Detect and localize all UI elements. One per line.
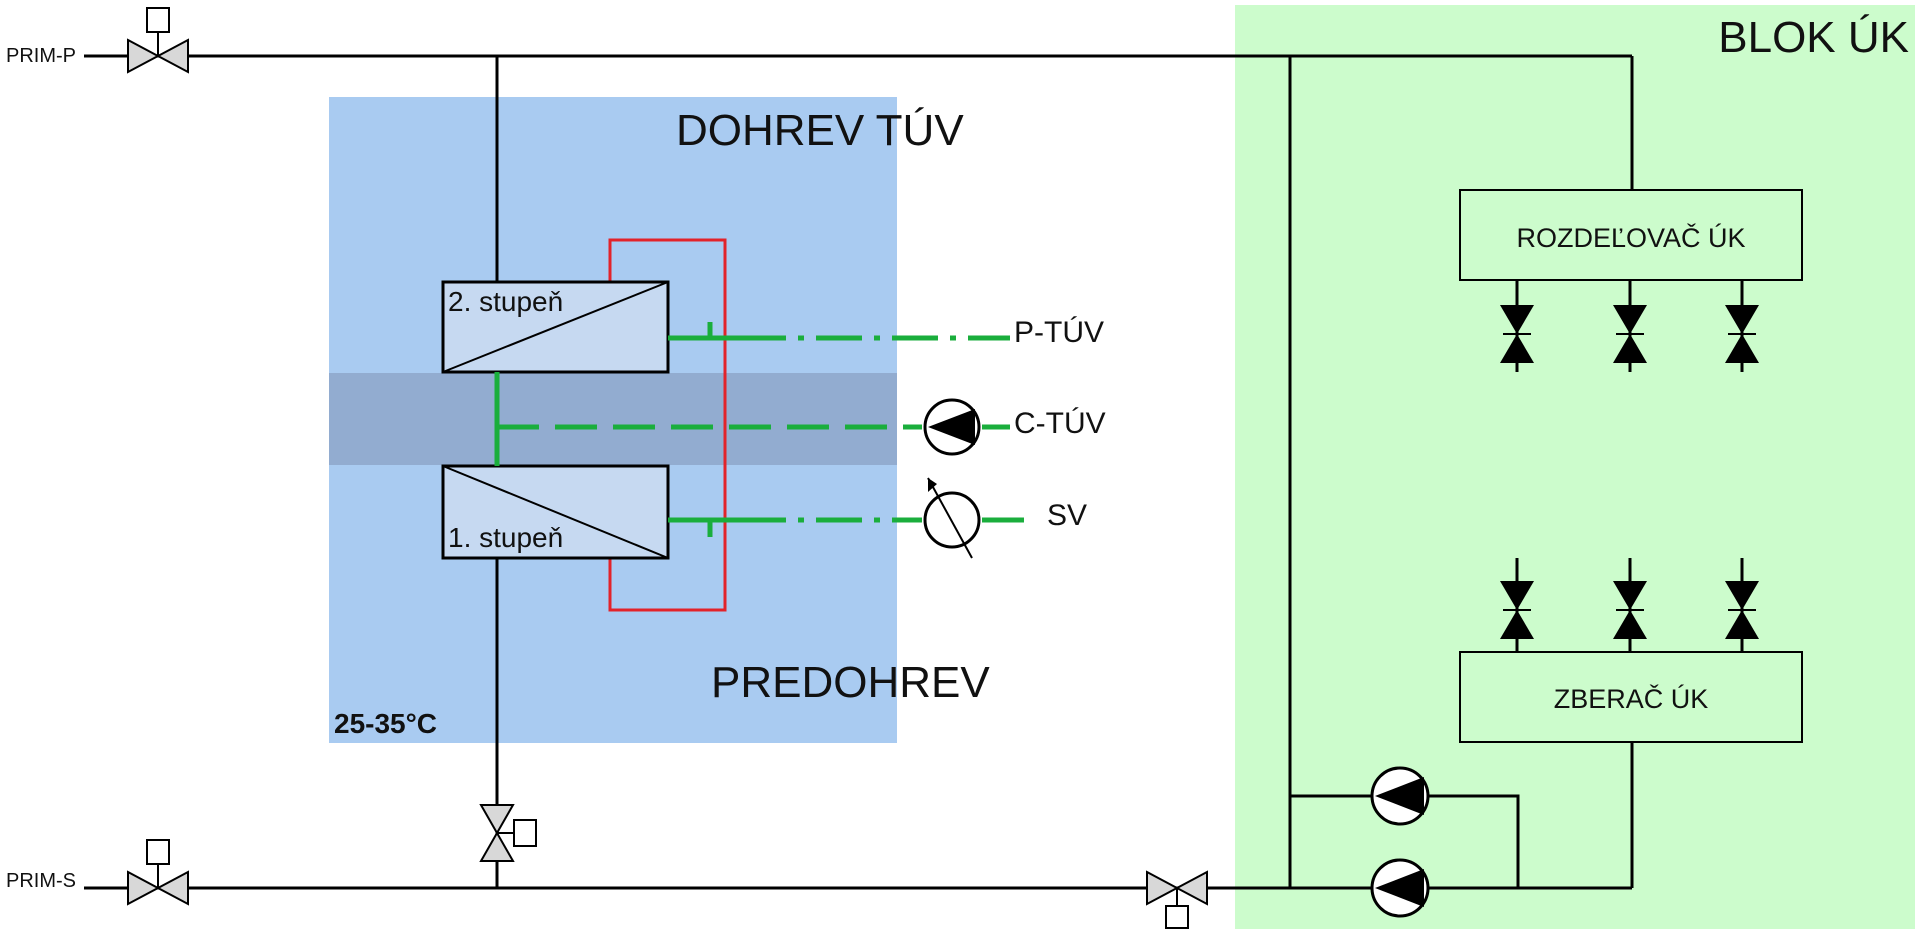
blok-uk-label: BLOK ÚK <box>1718 13 1909 62</box>
sv-flow-meter <box>923 477 981 559</box>
green-c-tuv-line <box>494 372 1010 466</box>
green-p-tuv-line <box>668 322 1010 341</box>
p-tuv-label: P-TÚV <box>1014 316 1104 349</box>
rozdelovac-label: ROZDEĽOVAČ ÚK <box>1516 222 1745 253</box>
stage2-label: 2. stupeň <box>448 286 563 317</box>
collector-branch-valves <box>1500 558 1759 652</box>
prim-s-label: PRIM-S <box>6 870 76 892</box>
exchanger-stage1: 1. stupeň <box>441 464 670 560</box>
exchanger-stage2: 2. stupeň <box>441 280 670 374</box>
primary-vertical-valve <box>479 804 537 862</box>
rozdelovac-box: ROZDEĽOVAČ ÚK <box>1459 189 1803 281</box>
prim-p-label: PRIM-P <box>6 45 76 67</box>
return-line-valve <box>1146 870 1208 929</box>
circulation-pump-lower <box>1370 858 1430 918</box>
tuv-zone-middle-band <box>329 373 897 465</box>
green-sv-line <box>668 517 1024 537</box>
prim-p-valve <box>127 7 189 74</box>
pump-bypass-loop <box>1290 794 1520 888</box>
stage1-label: 1. stupeň <box>448 522 563 553</box>
zberac-box: ZBERAČ ÚK <box>1459 651 1803 743</box>
circulation-pump-upper <box>1370 766 1430 826</box>
c-tuv-pump <box>923 398 981 456</box>
distributor-branch-valves <box>1500 280 1759 372</box>
sv-label: SV <box>1047 499 1087 532</box>
dohrev-tuv-label: DOHREV TÚV <box>676 106 964 155</box>
temperature-label: 25-35°C <box>334 708 437 739</box>
predohrev-label: PREDOHREV <box>711 658 990 707</box>
prim-s-valve <box>127 839 189 906</box>
blok-uk-zone <box>1235 5 1915 929</box>
c-tuv-label: C-TÚV <box>1014 407 1106 440</box>
zberac-label: ZBERAČ ÚK <box>1554 683 1709 714</box>
